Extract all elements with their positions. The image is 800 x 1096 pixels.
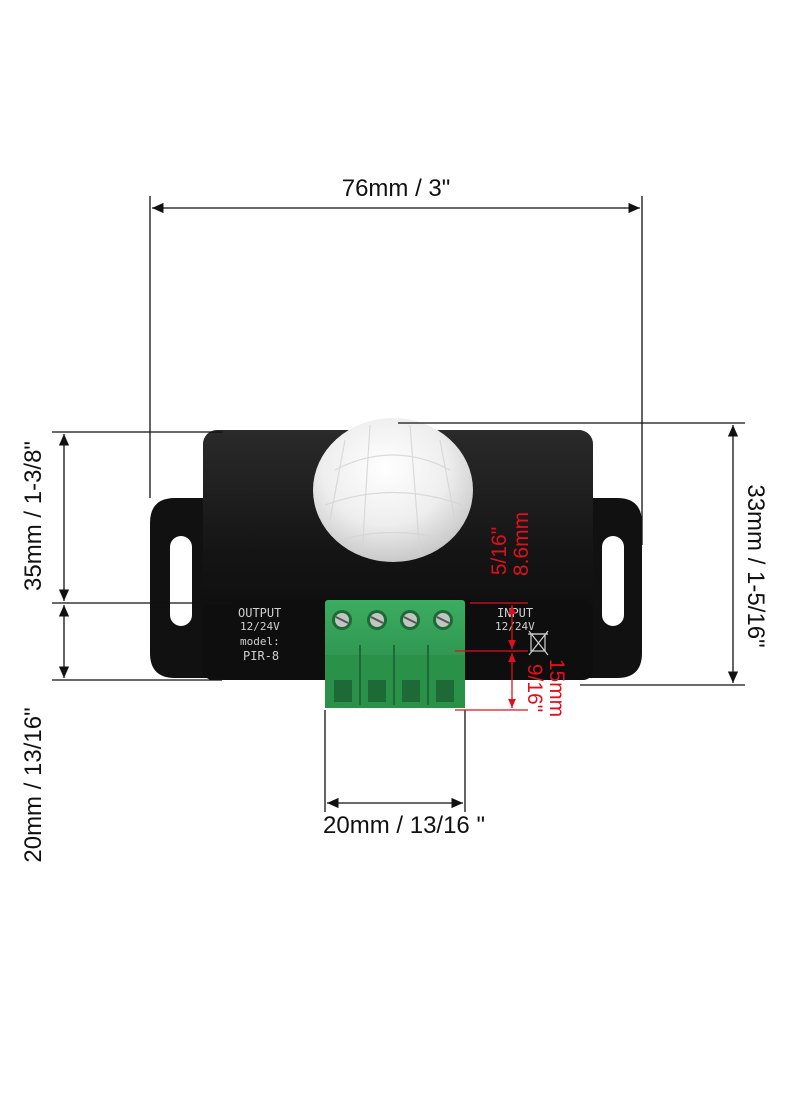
red-large-dimension-line2: 9/16" bbox=[523, 664, 546, 712]
recycle-bin-icon bbox=[528, 630, 549, 656]
terminal-screw bbox=[332, 610, 352, 630]
input-label: INPUT bbox=[497, 606, 533, 620]
left-mount-slot bbox=[170, 536, 192, 626]
body-height-dimension-label: 35mm / 1-3/8" bbox=[20, 441, 47, 591]
red-small-dimension-line2: 5/16" bbox=[488, 527, 511, 575]
terminal-screw bbox=[433, 610, 453, 630]
right-mount-slot bbox=[602, 536, 624, 626]
red-large-dimension-line1: 15mm bbox=[545, 659, 568, 717]
pir-sensor-device: OUTPUT 12/24V model: PIR-8 INPUT 12/24V bbox=[150, 418, 642, 708]
terminal-depth-dimension-label: 20mm / 13/16" bbox=[20, 707, 47, 862]
model-label: model: bbox=[240, 635, 280, 648]
output-voltage: 12/24V bbox=[240, 620, 280, 633]
width-dimension-label: 76mm / 3" bbox=[342, 175, 451, 202]
model-value: PIR-8 bbox=[243, 649, 279, 663]
output-label: OUTPUT bbox=[238, 606, 281, 620]
terminal-screw bbox=[367, 610, 387, 630]
terminal-screw bbox=[400, 610, 420, 630]
red-small-dimension-line1: 8.6mm bbox=[510, 512, 533, 576]
terminal-width-dimension-label: 20mm / 13/16 " bbox=[323, 812, 485, 839]
pir-dome-lens bbox=[313, 418, 473, 562]
overall-height-dimension-label: 33mm / 1-5/16" bbox=[742, 484, 769, 647]
terminal-block bbox=[325, 600, 465, 708]
